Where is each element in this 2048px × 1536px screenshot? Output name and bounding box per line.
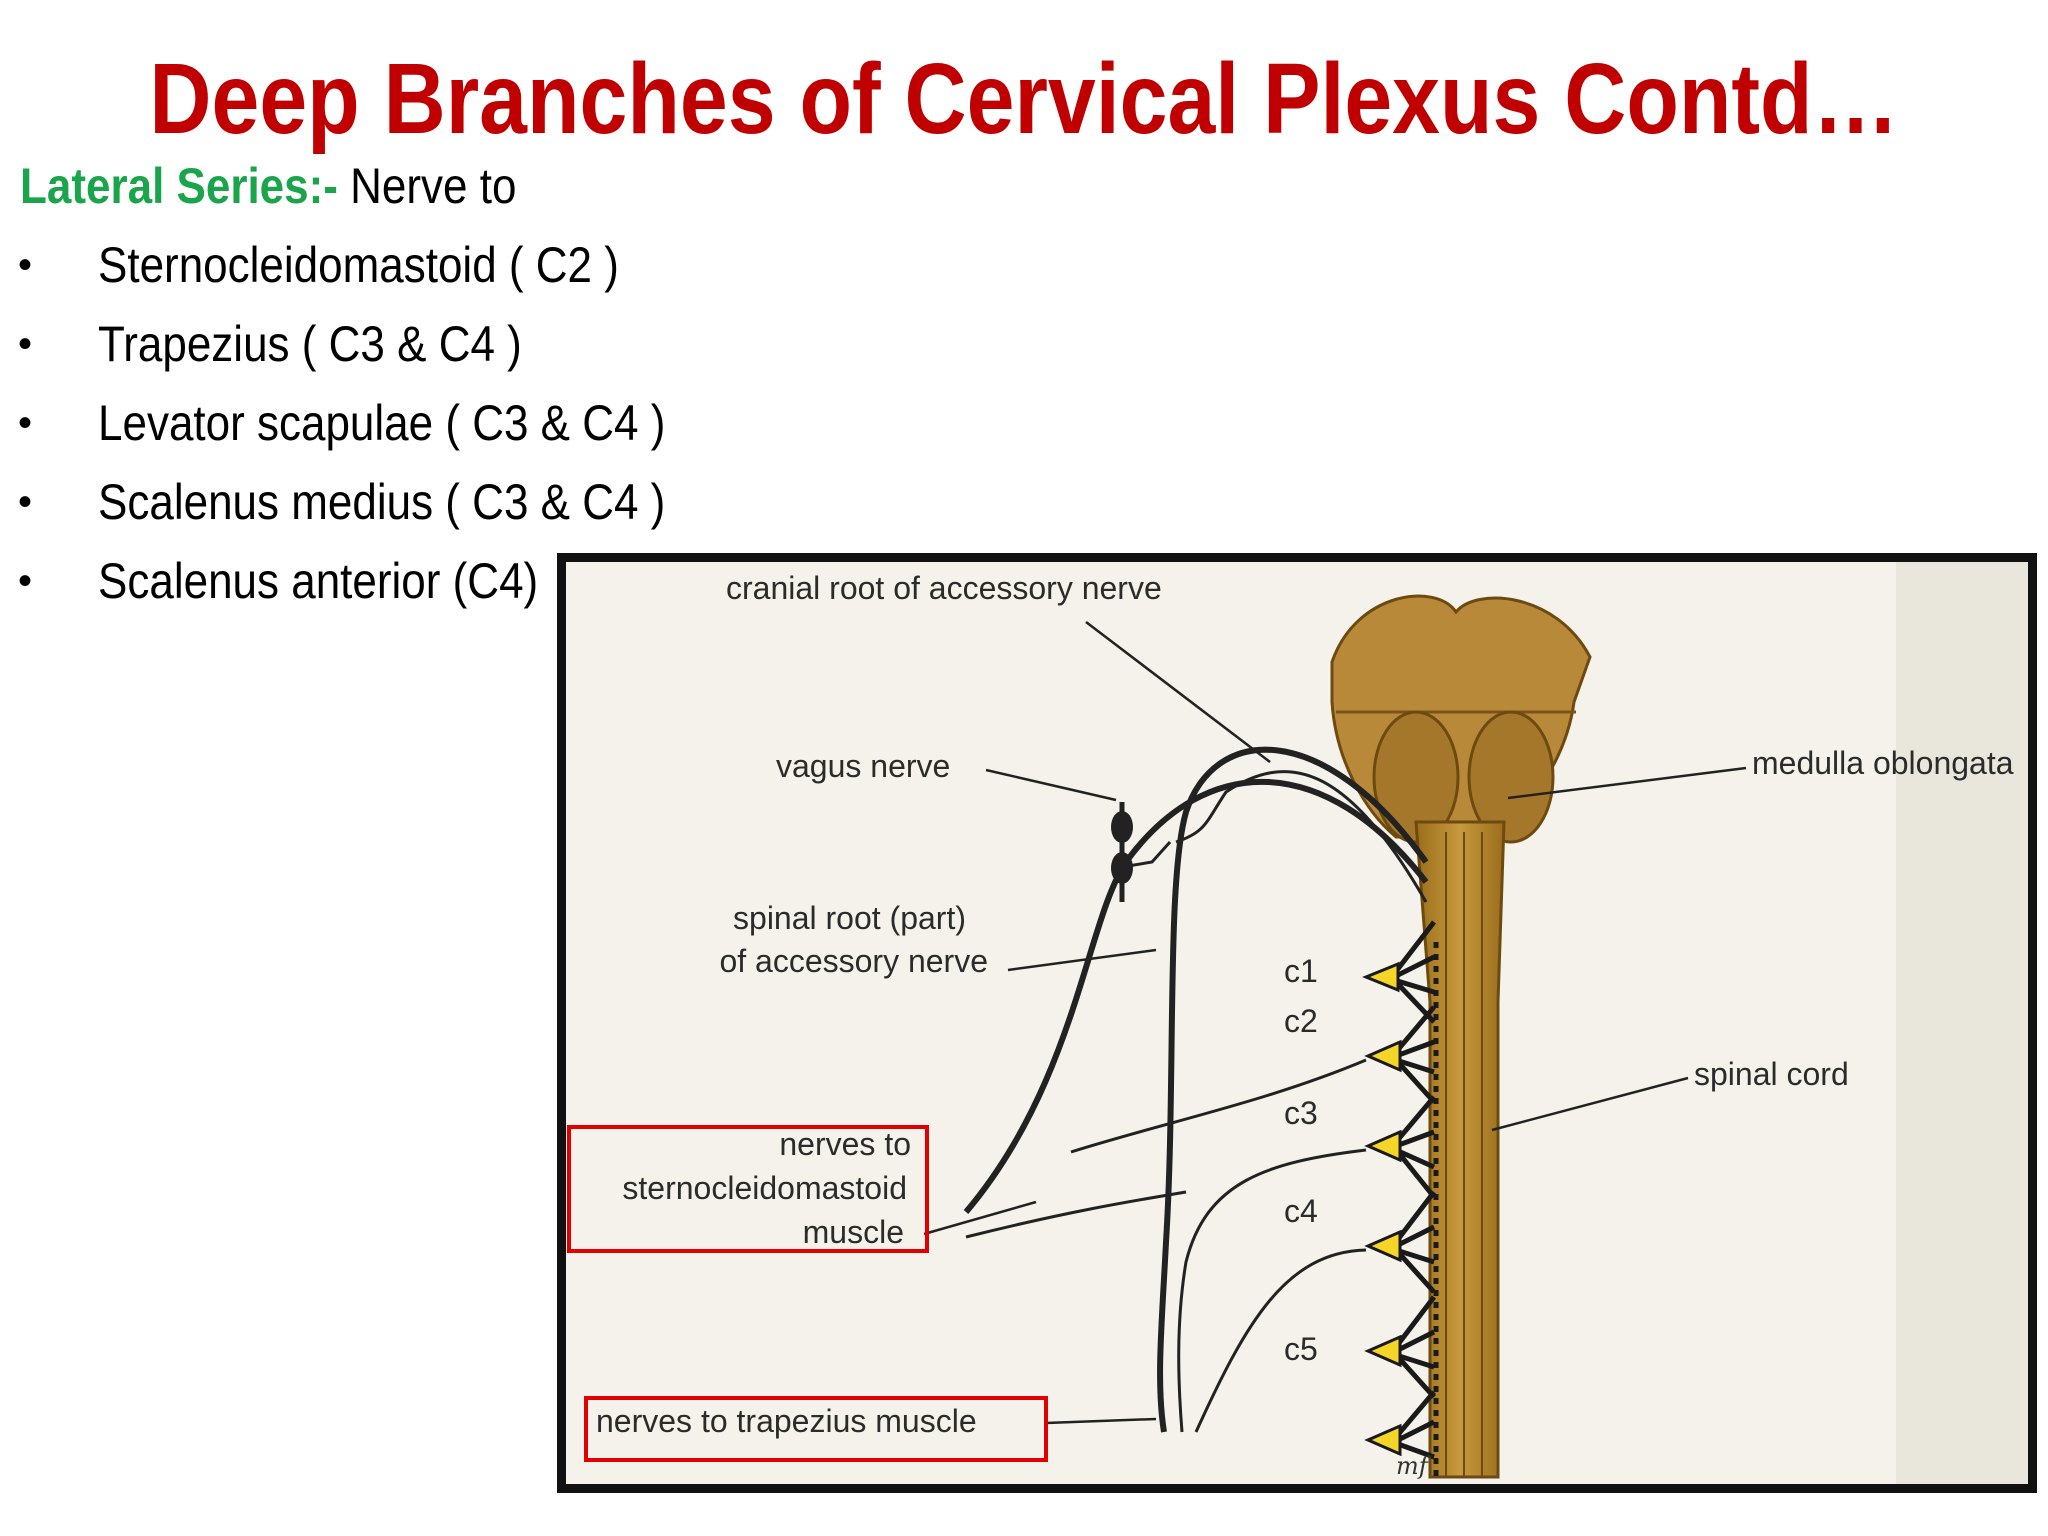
label-medulla-oblongata: medulla oblongata: [1752, 745, 2014, 781]
label-cranial-root: cranial root of accessory nerve: [726, 570, 1162, 606]
leader-line: [1045, 1417, 1157, 1425]
leader-line: [923, 1200, 1037, 1236]
olive-right: [1467, 710, 1555, 844]
cervical-plexus-diagram: cranial root of accessory nerve vagus ne…: [557, 553, 2037, 1493]
ganglion-icon: [1364, 1423, 1402, 1457]
label-spinal-root-line2: of accessory nerve: [719, 943, 988, 979]
bullet-icon: •: [18, 480, 33, 524]
background-shade: [1896, 562, 2028, 1484]
bullet-icon: •: [18, 243, 33, 287]
label-spinal-cord: spinal cord: [1694, 1056, 1849, 1092]
label-c3: c3: [1284, 1095, 1318, 1131]
ganglion-icon: [1364, 1039, 1402, 1073]
spinal-nerve-c5: [1364, 1295, 1436, 1399]
lateral-series-text: Nerve to: [337, 158, 517, 214]
label-c1: c1: [1284, 953, 1318, 989]
c3-branch: [1177, 1148, 1367, 1433]
scm-branch: [965, 1190, 1187, 1239]
spinal-nerve-c2: [1364, 1005, 1436, 1104]
bullet-text: Scalenus anterior (C4): [98, 553, 539, 609]
label-c4: c4: [1284, 1193, 1318, 1229]
ganglion-icon: [1364, 1129, 1402, 1163]
spinal-nerve-c1: [1362, 920, 1436, 1024]
bullet-icon: •: [18, 401, 33, 445]
accessory-nerve-fiber: [1175, 770, 1428, 903]
spinal-nerve-c4: [1364, 1190, 1436, 1294]
bullet-text: Trapezius ( C3 & C4 ): [98, 316, 522, 372]
lateral-series-heading: Lateral Series:- Nerve to: [20, 156, 516, 216]
artist-signature: mf: [1396, 1452, 1432, 1480]
bullet-text: Scalenus medius ( C3 & C4 ): [98, 474, 666, 530]
label-scm-line2: sternocleidomastoid: [622, 1170, 907, 1206]
leader-line: [1007, 948, 1157, 972]
bullet-text: Sternocleidomastoid ( C2 ): [98, 237, 619, 293]
leader-line: [985, 768, 1117, 802]
label-trapezius: nerves to trapezius muscle: [596, 1403, 977, 1439]
c4-branch: [1194, 1248, 1367, 1433]
slide-title: Deep Branches of Cervical Plexus Contd…: [149, 43, 1899, 155]
label-vagus-nerve: vagus nerve: [776, 748, 950, 784]
spinal-cord: [1414, 820, 1506, 1479]
ganglion-icon: [1364, 1334, 1402, 1368]
diagram-svg: cranial root of accessory nerve vagus ne…: [567, 562, 2028, 1484]
bullet-text: Levator scapulae ( C3 & C4 ): [98, 395, 666, 451]
leader-line: [1507, 766, 1747, 800]
accessory-nerve-branch: [963, 778, 1429, 1214]
label-c5: c5: [1284, 1331, 1318, 1367]
leader-line: [1491, 1076, 1689, 1132]
accessory-nerve-spinal-root: [1157, 746, 1429, 1433]
olive-left: [1372, 710, 1460, 844]
vagus-ganglion-icon: [1111, 811, 1133, 843]
label-scm-line1: nerves to: [779, 1126, 911, 1162]
highlight-box-scm: [567, 1125, 929, 1253]
ganglion-icon: [1362, 961, 1400, 993]
spinal-nerve-c6: [1364, 1390, 1436, 1460]
spinal-nerve-c3: [1364, 1095, 1436, 1199]
label-c2: c2: [1284, 1003, 1318, 1039]
lateral-series-label: Lateral Series:-: [20, 158, 338, 214]
bullet-icon: •: [18, 322, 33, 366]
leader-line: [1085, 621, 1271, 763]
highlight-box-trapezius: [584, 1396, 1048, 1462]
ganglion-icon: [1364, 1229, 1402, 1263]
bullet-icon: •: [18, 559, 33, 603]
vagus-ganglion-icon: [1111, 852, 1133, 884]
label-spinal-root-line1: spinal root (part): [733, 900, 966, 936]
c2-branch: [1070, 1058, 1367, 1154]
label-scm-line3: muscle: [803, 1214, 904, 1250]
